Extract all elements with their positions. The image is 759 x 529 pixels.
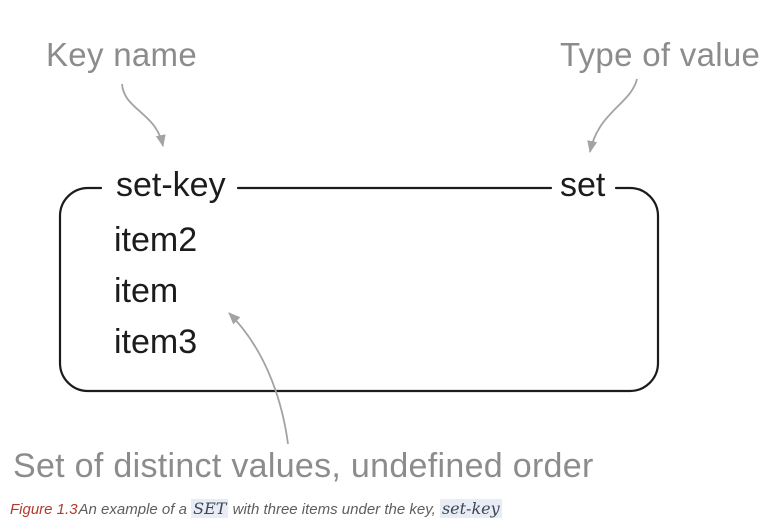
caption-code-set: SET — [191, 499, 229, 518]
type-of-value-arrow-icon — [587, 78, 638, 153]
value-box-outline — [58, 186, 660, 393]
key-name-annotation: Key name — [46, 36, 197, 73]
set-item: item — [114, 272, 179, 310]
caption-text-2: with three items under the key, — [228, 501, 440, 518]
set-key-label: set-key — [112, 166, 230, 206]
set-item: item2 — [114, 221, 198, 259]
caption-text-1: An example of a — [78, 501, 192, 518]
set-items-arrow-icon — [228, 312, 289, 445]
figure-number: Figure 1.3 — [10, 501, 78, 518]
set-item: item3 — [114, 323, 198, 361]
figure-caption: Figure 1.3An example of a SET with three… — [10, 499, 502, 518]
type-of-value-annotation: Type of value — [560, 36, 759, 73]
set-type-label: set — [556, 166, 610, 206]
caption-code-set-key: set-key — [439, 499, 502, 518]
key-name-arrow-icon — [121, 83, 166, 147]
set-description-annotation: Set of distinct values, undefined order — [13, 447, 594, 485]
